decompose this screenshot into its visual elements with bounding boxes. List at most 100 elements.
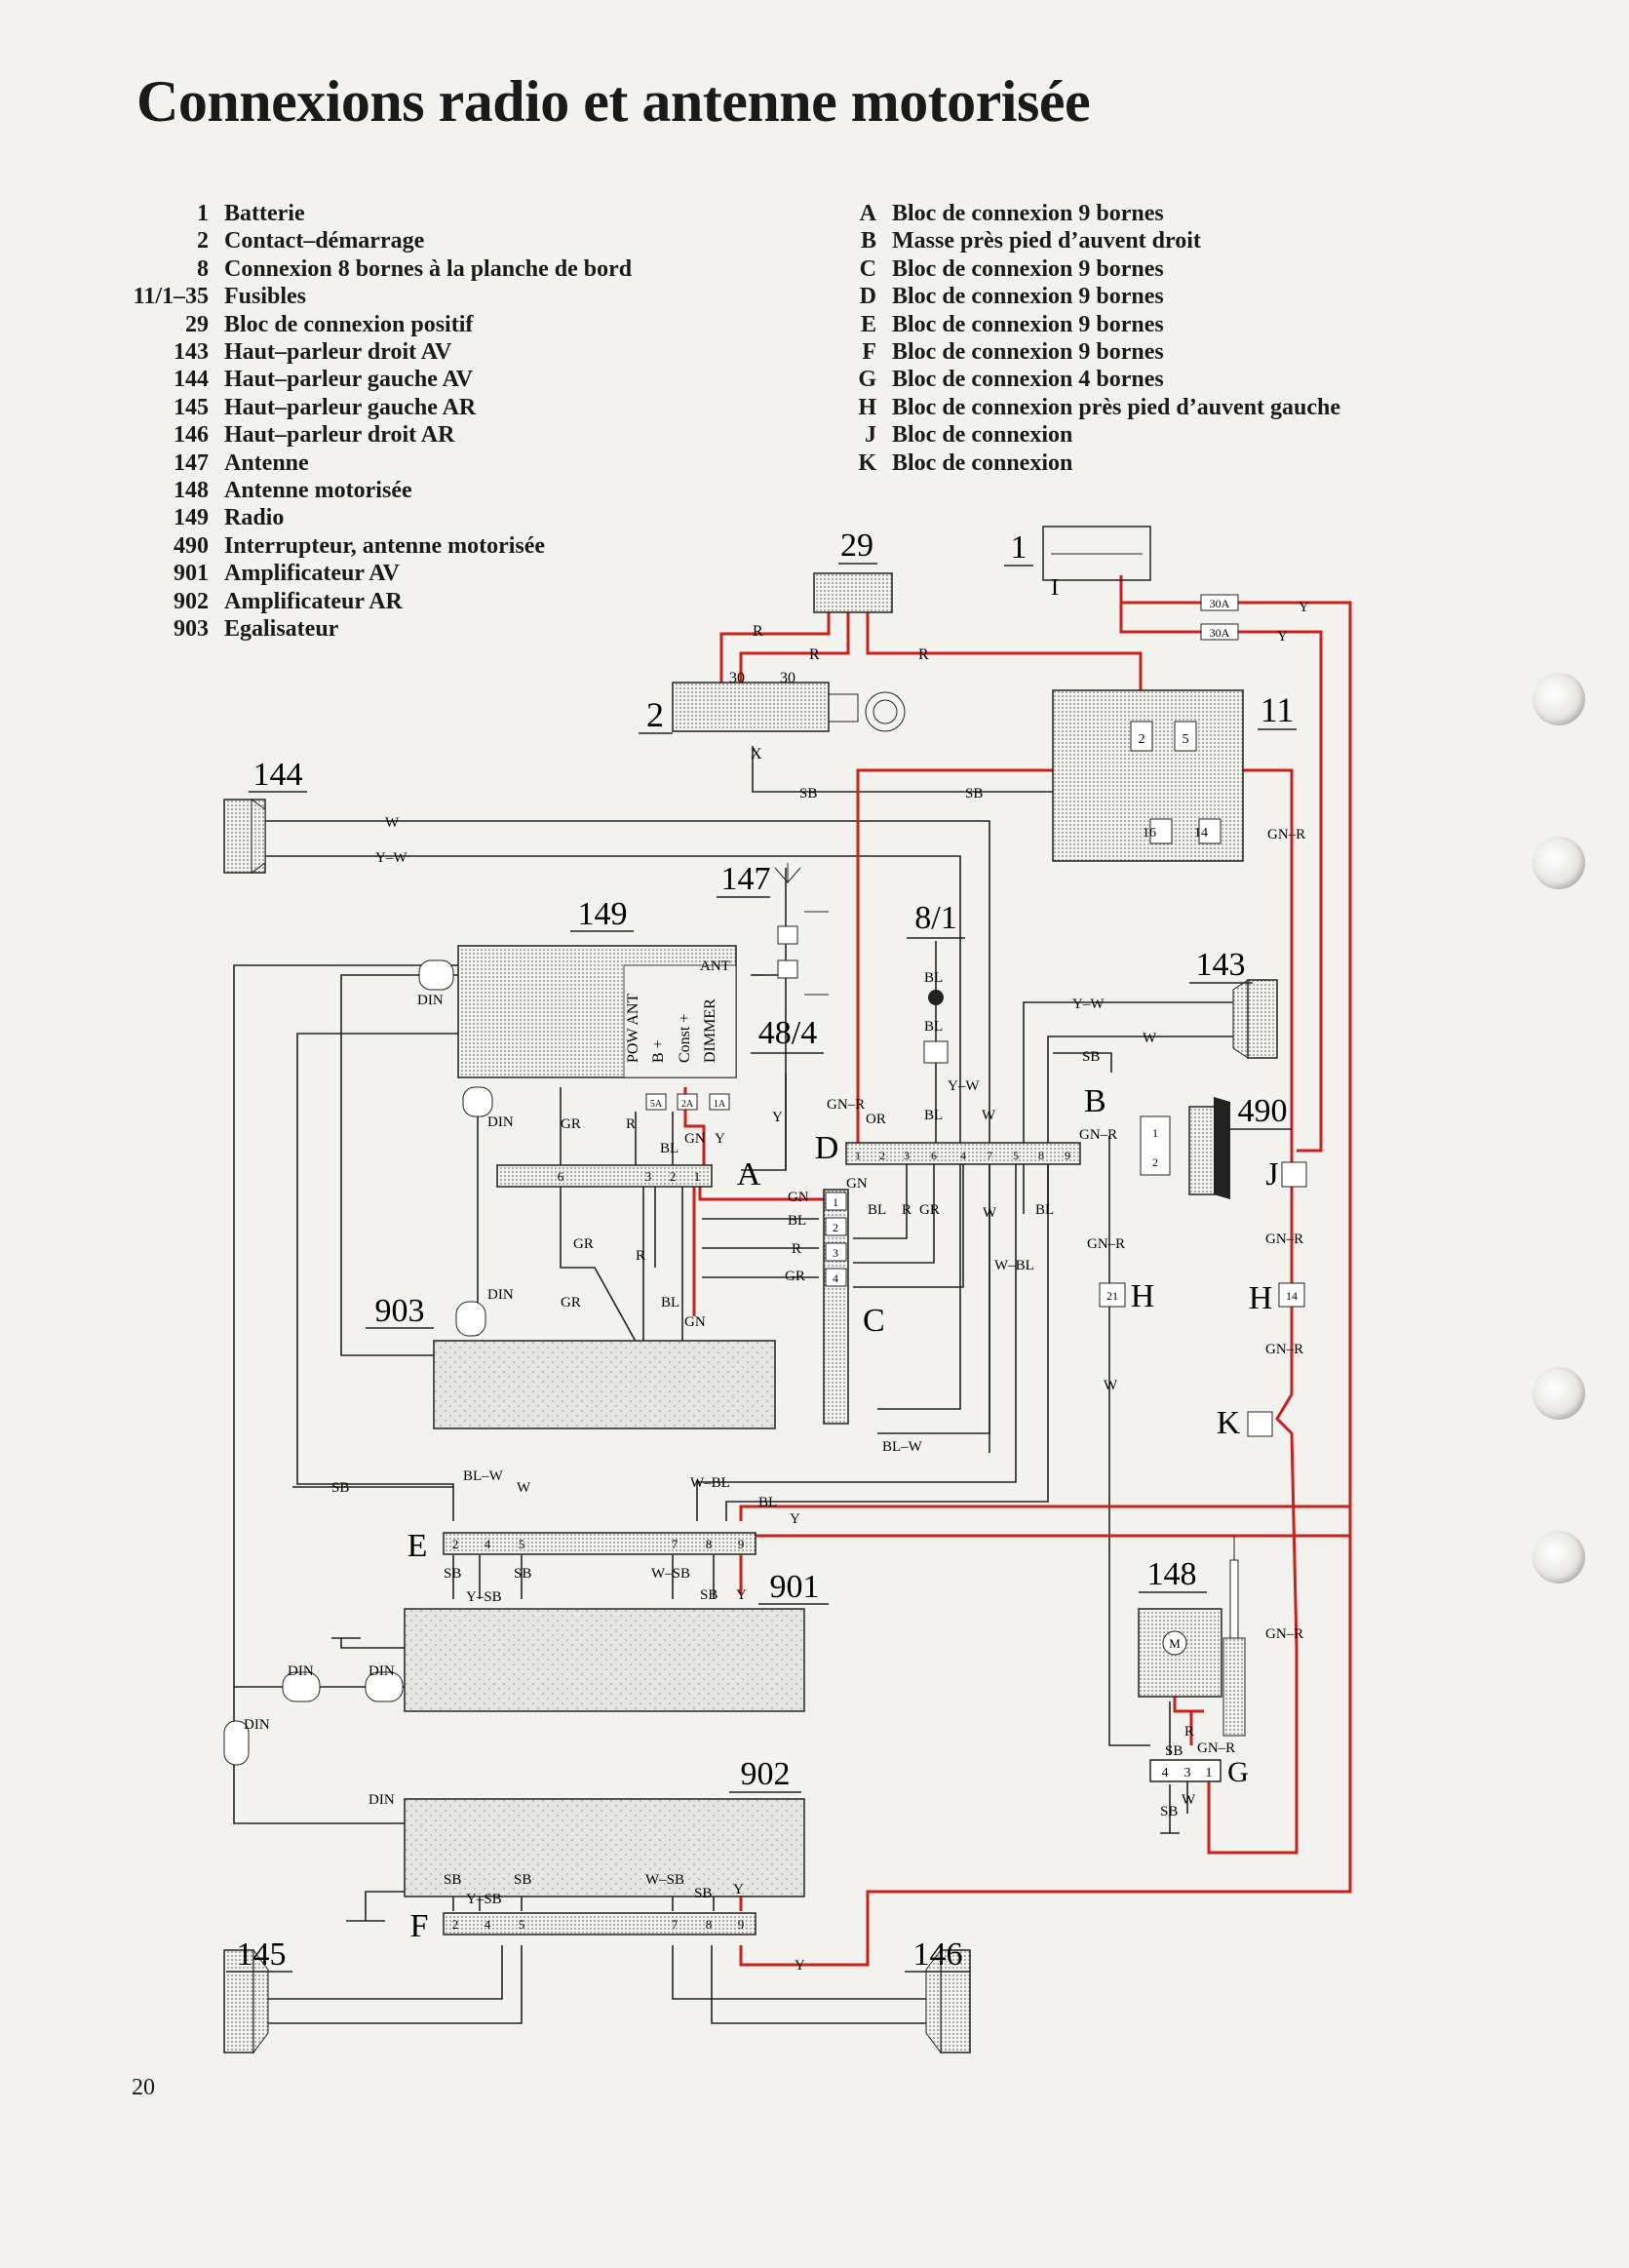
legend-label: Batterie xyxy=(224,201,305,226)
legend-label: Bloc de connexion près pied d’auvent gau… xyxy=(892,394,1341,420)
wire-code: W xyxy=(983,1205,997,1221)
pin-label: 2 xyxy=(833,1221,838,1234)
pin-label: 3 xyxy=(833,1246,838,1260)
legend-label: Amplificateur AR xyxy=(224,588,403,614)
pin-label: 9 xyxy=(1065,1149,1070,1162)
wire-code: W xyxy=(517,1480,531,1496)
speaker-144: 144 W Y–W xyxy=(223,757,407,874)
legend-code: 149 xyxy=(174,505,209,531)
pin-label: 2 xyxy=(670,1169,677,1184)
wire-code: Y–W xyxy=(948,1078,980,1094)
label-h: H xyxy=(1131,1278,1155,1314)
wire-code: Y xyxy=(790,1511,800,1527)
label-g: G xyxy=(1227,1756,1249,1788)
label-h: H xyxy=(1249,1280,1273,1316)
radio-pin: ANT xyxy=(700,958,730,974)
wire-code: SB xyxy=(514,1872,531,1888)
binder-hole xyxy=(1532,837,1585,889)
legend-label: Haut–parleur droit AV xyxy=(224,339,452,366)
wire-code: DIN xyxy=(368,1663,395,1679)
pin-label: 1 xyxy=(1206,1766,1213,1780)
pin-label: 9 xyxy=(738,1917,745,1932)
pin-label: 1 xyxy=(1152,1126,1158,1140)
wire-code: GN xyxy=(788,1190,809,1205)
binder-hole xyxy=(1532,673,1585,725)
wire-code: SB xyxy=(700,1587,718,1603)
pin-label: 2 xyxy=(452,1917,459,1932)
speaker-146: 146 xyxy=(905,1936,971,2054)
label-148: 148 xyxy=(1147,1556,1197,1592)
pin-label: 7 xyxy=(672,1537,679,1551)
legend-code: 147 xyxy=(174,450,209,476)
component-11-fusebox: 11 2 5 16 14 GN–R xyxy=(1052,689,1305,862)
label-c: C xyxy=(863,1303,885,1339)
wire-code: SB xyxy=(331,1480,349,1496)
label-a: A xyxy=(737,1156,761,1193)
wire-code: GR xyxy=(919,1202,940,1218)
wire-code: SB xyxy=(694,1886,712,1901)
wire-code: SB xyxy=(444,1872,461,1888)
motor-antenna-148: 148 M SB R GN–R GN–R xyxy=(1138,1536,1303,1759)
pin-label: 4 xyxy=(485,1917,491,1932)
label-1: 1 xyxy=(1011,529,1028,566)
wire-code: W–SB xyxy=(651,1566,690,1582)
wire-code: R xyxy=(792,1241,801,1257)
wire-code: SB xyxy=(1082,1049,1100,1065)
wire-code: GN xyxy=(684,1314,706,1330)
pin-label: 5 xyxy=(1013,1149,1019,1162)
wire-code: GN xyxy=(684,1131,706,1147)
label-2: 2 xyxy=(646,695,664,734)
connector-e: 2 4 5 7 8 9 E xyxy=(407,1528,756,1564)
connector-h: H 14 GN–R xyxy=(1249,1280,1305,1357)
wire-code: SB xyxy=(799,786,817,802)
wire-code: Y xyxy=(1277,629,1288,645)
legend-code: 148 xyxy=(174,478,209,504)
legend-label: Interrupteur, antenne motorisée xyxy=(224,532,546,559)
pin-label: 4 xyxy=(485,1537,491,1551)
legend-label: Bloc de connexion 4 bornes xyxy=(892,367,1164,393)
label-b: B xyxy=(1084,1083,1106,1119)
wire-code: R xyxy=(1184,1724,1194,1740)
label-903: 903 xyxy=(375,1293,425,1329)
legend-code: 903 xyxy=(174,616,209,643)
page-number: 20 xyxy=(132,2075,155,2100)
wire-code: Y–SB xyxy=(466,1892,502,1907)
label-k: K xyxy=(1217,1405,1241,1441)
radio-pin: POW ANT xyxy=(625,994,641,1063)
pin-label: 5 xyxy=(519,1917,525,1932)
battery-terminal: I xyxy=(1051,575,1059,601)
label-144: 144 xyxy=(253,757,303,793)
wire-code: OR xyxy=(866,1112,886,1127)
motor-symbol: M xyxy=(1169,1636,1181,1651)
wire-code: GN–R xyxy=(1267,827,1305,842)
switch-490: 1 2 490 GN–R xyxy=(1079,1093,1292,1199)
wire-code: BL xyxy=(661,1295,679,1310)
legend-code: 146 xyxy=(174,422,209,449)
pin-label: 1 xyxy=(694,1169,701,1184)
pin-label: 3 xyxy=(1184,1766,1191,1780)
wire-code: GN xyxy=(846,1176,868,1192)
terminal-30: 30 xyxy=(729,670,745,686)
wire-code: SB xyxy=(965,786,983,802)
pin-label: 6 xyxy=(558,1169,564,1184)
legend-code: G xyxy=(858,367,876,393)
component-29: 29 xyxy=(813,528,893,613)
wire-code: GR xyxy=(573,1236,594,1252)
wire-code: R xyxy=(626,1116,636,1132)
legend-label: Bloc de connexion 9 bornes xyxy=(892,201,1164,226)
legend-label: Bloc de connexion 9 bornes xyxy=(892,339,1164,366)
pin-label: 2 xyxy=(452,1537,459,1551)
wire-code: Y xyxy=(795,1958,805,1974)
